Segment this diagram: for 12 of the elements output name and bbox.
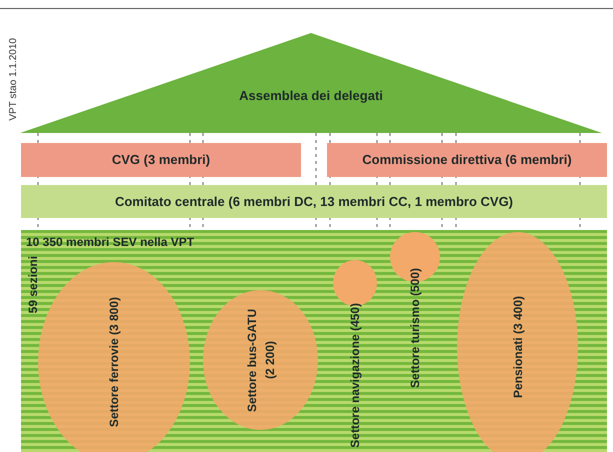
roof-label: Assemblea dei delegati (239, 86, 383, 105)
sector-ellipse: Settore ferrovie (3 800) (38, 262, 190, 452)
band-label: 59 sezioni (25, 256, 41, 314)
committee-bar: CVG (3 membri) (21, 143, 301, 177)
committee-bar: Commissione direttiva (6 membri) (327, 143, 607, 177)
striped-band (21, 230, 607, 452)
roof-triangle (20, 33, 602, 133)
band-label: 10 350 membri SEV nella VPT (26, 234, 194, 251)
council-bar: Comitato centrale (6 membri DC, 13 membri CC, 1 membro CVG) (21, 185, 607, 218)
date-note: VPT stao 1.1.2010 (7, 38, 20, 121)
sector-ellipse: Settore bus-GATU (2 200) (203, 290, 318, 430)
sector-ellipse: Pensionati (3 400) (457, 232, 578, 452)
